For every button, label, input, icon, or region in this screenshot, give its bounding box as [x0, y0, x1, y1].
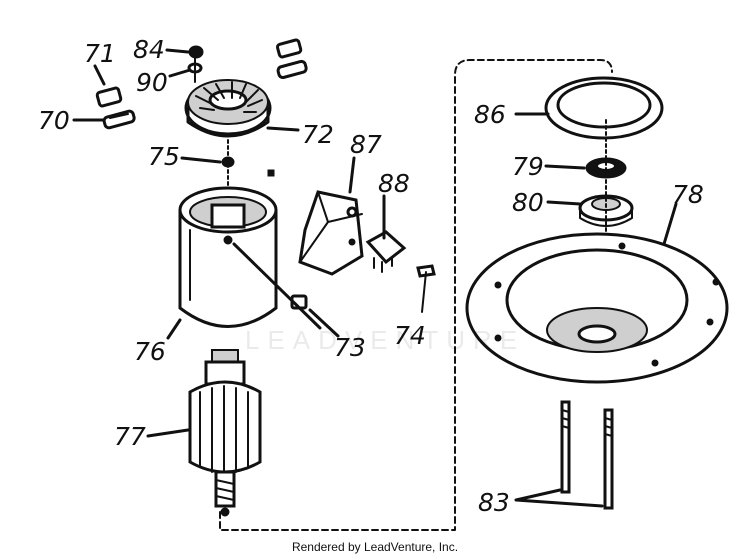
motor-housing-76 [178, 186, 278, 328]
watermark: LEADVENTURE [245, 325, 526, 355]
bolts-83 [560, 400, 614, 510]
callout-78: 78 [672, 180, 704, 209]
callout-71: 71 [84, 39, 116, 68]
armature-77 [188, 349, 262, 517]
callout-86: 86 [474, 100, 506, 129]
brush-70 [102, 109, 136, 130]
callout-75: 75 [148, 142, 180, 171]
end-plate-78 [465, 232, 729, 384]
callout-83: 83 [478, 488, 510, 517]
screw-74 [416, 264, 436, 313]
small-part-dot [267, 169, 275, 177]
callout-77: 77 [114, 422, 146, 451]
callout-90: 90 [136, 68, 168, 97]
callout-74: 74 [394, 321, 426, 350]
fan-end-bell-72 [184, 79, 272, 138]
callout-73: 73 [334, 333, 366, 362]
callout-84: 84 [133, 35, 165, 64]
callout-76: 76 [134, 337, 166, 366]
callout-72: 72 [302, 120, 334, 149]
render-credit: Rendered by LeadVenture, Inc. [291, 540, 459, 554]
brush-71 [95, 86, 123, 108]
brush-pair-right [275, 38, 308, 80]
callout-80: 80 [512, 188, 544, 217]
callout-87: 87 [350, 130, 382, 159]
assembly-bracket [219, 59, 613, 531]
bracket-87 [298, 190, 364, 276]
leader-lines [72, 48, 678, 508]
gasket-ring-86 [544, 76, 664, 140]
connector-88 [365, 230, 407, 273]
callout-70: 70 [38, 106, 70, 135]
callout-79: 79 [512, 152, 544, 181]
callout-88: 88 [378, 169, 410, 198]
